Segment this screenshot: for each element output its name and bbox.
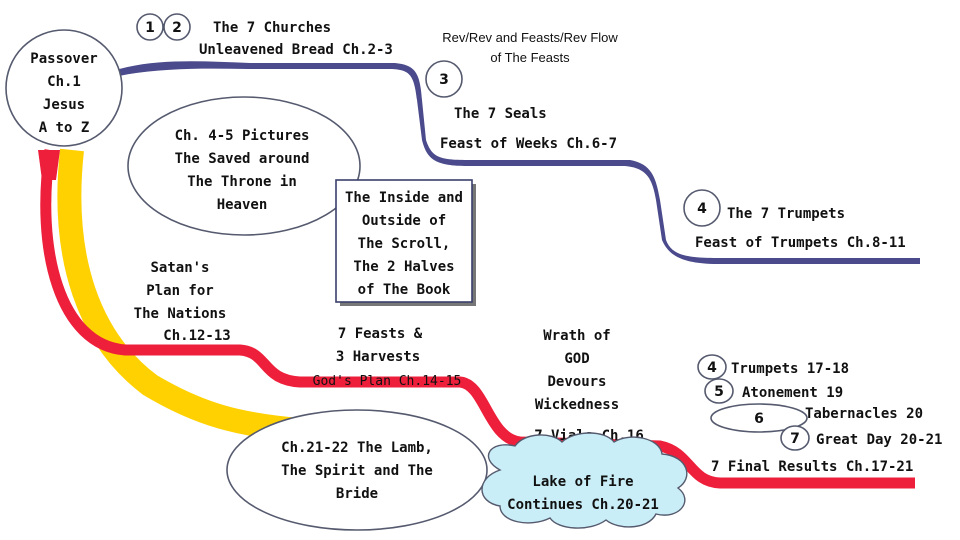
fall-atonement: Atonement 19: [742, 385, 843, 401]
badge-small-7-label: 7: [790, 431, 800, 447]
badge-3: [425, 60, 463, 98]
satan-line-3: The Nations: [134, 306, 227, 322]
badge-2: [163, 13, 191, 41]
seals-feast: Feast of Weeks Ch.6-7: [440, 136, 617, 152]
flow-note-line-2: of The Feasts: [490, 50, 570, 65]
passover-line-3: Jesus: [43, 97, 85, 113]
badge-2-label: 2: [172, 20, 182, 36]
scroll-box: [335, 179, 473, 303]
feasts7-line-3: God's Plan Ch.14-15: [313, 374, 462, 389]
scroll-line-2: Outside of: [362, 213, 446, 229]
badge-1-label: 1: [145, 20, 155, 36]
flow-note-line-1: Rev/Rev and Feasts/Rev Flow: [442, 30, 618, 45]
passover-circle: [5, 29, 123, 147]
final-results: 7 Final Results Ch.17-21: [711, 459, 913, 475]
badge-small-5-label: 5: [714, 384, 724, 400]
wrath-line-3: Devours: [547, 374, 606, 390]
saved-line-4: Heaven: [217, 197, 268, 213]
scroll-line-5: of The Book: [358, 282, 451, 298]
satan-line-1: Satan's: [150, 260, 209, 276]
feasts7-line-2: 3 Harvests: [336, 349, 420, 365]
fall-great-day: Great Day 20-21: [816, 432, 942, 448]
lake-line-2: Continues Ch.20-21: [507, 497, 659, 513]
saved-line-2: The Saved around: [175, 151, 310, 167]
blue-path: [110, 61, 920, 264]
badge-4: [683, 189, 721, 227]
badge-3-label: 3: [439, 72, 449, 88]
badge-small-7: [780, 425, 810, 451]
scroll-line-1: The Inside and: [345, 190, 463, 206]
satan-line-4: Ch.12-13: [163, 328, 230, 344]
wrath-line-1: Wrath of: [543, 328, 610, 344]
wrath-line-4: Wickedness: [535, 397, 619, 413]
yellow-path: [57, 148, 301, 442]
badge-small-4: [697, 354, 727, 380]
trumpets-feast: Feast of Trumpets Ch.8-11: [695, 235, 906, 251]
badge-4-label: 4: [697, 201, 707, 217]
passover-line-2: Ch.1: [47, 74, 81, 90]
scroll-line-4: The 2 Halves: [353, 259, 454, 275]
lamb-line-2: The Spirit and The: [281, 463, 433, 479]
seals-title: The 7 Seals: [454, 106, 547, 122]
fall-trumpets: Trumpets 17-18: [731, 361, 849, 377]
feasts7-line-1: 7 Feasts &: [338, 326, 423, 342]
churches-feast: Unleavened Bread Ch.2-3: [199, 42, 393, 58]
badge-small-6-label: 6: [754, 411, 764, 427]
badge-1: [136, 13, 164, 41]
red-path: [40, 149, 915, 489]
saved-line-1: Ch. 4-5 Pictures: [175, 128, 310, 144]
churches-title: The 7 Churches: [213, 20, 331, 36]
lamb-line-3: Bride: [336, 486, 378, 502]
fall-tabernacles: Tabernacles 20: [805, 406, 923, 422]
saved-oval: [127, 96, 361, 236]
badge-small-5: [704, 378, 734, 404]
passover-line-1: Passover: [30, 51, 97, 67]
lake-line-1: Lake of Fire: [532, 474, 633, 490]
satan-line-2: Plan for: [146, 283, 213, 299]
lamb-line-1: Ch.21-22 The Lamb,: [281, 440, 433, 456]
wrath-line-2: GOD: [564, 351, 589, 367]
red-path-cap: [38, 150, 60, 180]
lamb-oval: [226, 409, 488, 531]
lake-cloud: [481, 432, 688, 529]
saved-line-3: The Throne in: [187, 174, 297, 190]
passover-line-4: A to Z: [39, 120, 90, 136]
scroll-line-3: The Scroll,: [358, 236, 451, 252]
badge-small-6: [710, 403, 808, 433]
trumpets-title: The 7 Trumpets: [727, 206, 845, 222]
badge-small-4-label: 4: [707, 360, 717, 376]
